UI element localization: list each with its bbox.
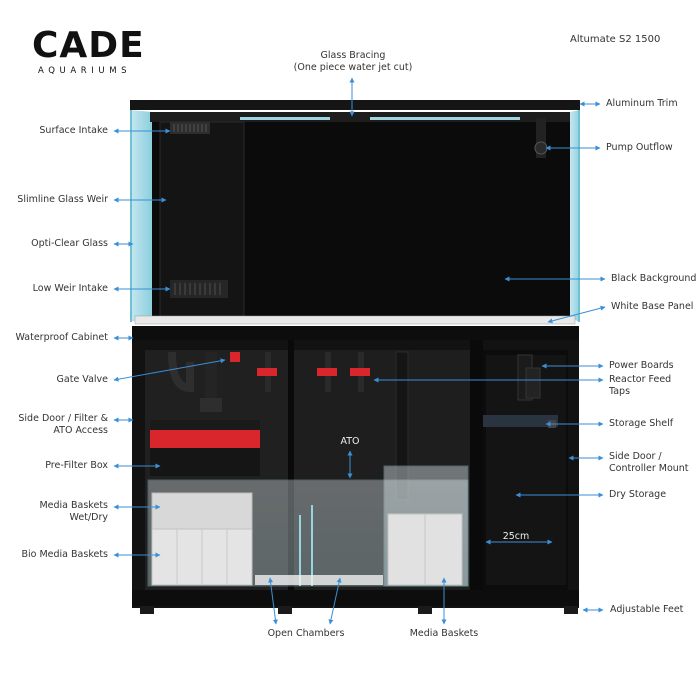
label-reactor-feed-taps: Reactor Feed Taps <box>609 374 671 398</box>
bio-media-baskets <box>151 528 253 586</box>
label-glass-bracing: Glass Bracing (One piece water jet cut) <box>288 50 418 74</box>
label-pre-filter-box: Pre-Filter Box <box>45 460 108 471</box>
adjustable-foot <box>140 606 154 614</box>
label-slimline-glass-weir: Slimline Glass Weir <box>17 194 108 205</box>
label-power-boards: Power Boards <box>609 360 674 371</box>
low-weir-intake <box>170 280 228 298</box>
pump-outflow <box>534 118 548 158</box>
opti-clear-glass-left <box>130 110 152 322</box>
label-adjustable-feet: Adjustable Feet <box>610 604 684 615</box>
waterproof-cabinet <box>132 326 579 614</box>
label-dry-storage: Dry Storage <box>609 489 667 500</box>
label-low-weir-intake: Low Weir Intake <box>32 283 108 294</box>
label-bio-media-baskets: Bio Media Baskets <box>21 549 108 560</box>
label-storage-shelf: Storage Shelf <box>609 418 674 429</box>
label-reactor-feed-line2: Taps <box>609 386 631 397</box>
storage-shelf <box>483 415 558 427</box>
reactor-feed-taps <box>257 352 370 392</box>
label-open-chambers: Open Chambers <box>267 628 345 639</box>
label-glass-bracing-line2: (One piece water jet cut) <box>293 62 413 73</box>
label-black-background: Black Background <box>611 273 697 284</box>
label-media-baskets-wet-dry: Media Baskets Wet/Dry <box>0 500 108 524</box>
media-baskets <box>387 513 463 586</box>
adjustable-foot <box>278 606 292 614</box>
label-side-door-controller-line1: Side Door / <box>609 451 662 462</box>
label-aluminum-trim: Aluminum Trim <box>606 98 678 109</box>
label-surface-intake: Surface Intake <box>39 125 108 136</box>
callout-arrows <box>113 77 606 625</box>
cade-logo: CADE AQUARIUMS <box>32 25 145 77</box>
display-tank <box>130 100 580 325</box>
label-pump-outflow: Pump Outflow <box>606 142 673 153</box>
label-25cm: 25cm <box>502 531 530 542</box>
label-side-door-filter-line1: Side Door / Filter & <box>18 413 108 424</box>
label-side-door-controller: Side Door / Controller Mount <box>609 451 689 475</box>
logo-subtitle: AQUARIUMS <box>38 66 132 76</box>
label-media-baskets: Media Baskets <box>409 628 479 639</box>
label-side-door-filter: Side Door / Filter & ATO Access <box>0 413 108 437</box>
label-white-base-panel: White Base Panel <box>611 301 694 312</box>
media-baskets-wet-dry <box>151 492 253 530</box>
label-opti-clear-glass: Opti-Clear Glass <box>31 238 108 249</box>
label-media-baskets-wet-line2: Wet/Dry <box>69 512 108 523</box>
aluminum-trim <box>130 100 580 110</box>
adjustable-foot <box>564 606 578 614</box>
adjustable-foot <box>418 606 432 614</box>
label-gate-valve: Gate Valve <box>56 374 108 385</box>
pre-filter-box <box>150 420 260 476</box>
label-ato: ATO <box>340 436 360 447</box>
glass-bracing <box>150 112 570 122</box>
white-base-panel <box>134 315 576 325</box>
label-glass-bracing-line1: Glass Bracing <box>320 50 386 61</box>
opti-clear-glass-right <box>570 110 580 322</box>
label-reactor-feed-line1: Reactor Feed <box>609 374 672 385</box>
label-waterproof-cabinet: Waterproof Cabinet <box>15 332 108 343</box>
model-name: Altumate S2 1500 <box>570 34 661 45</box>
logo-wordmark: CADE <box>32 25 145 66</box>
label-side-door-filter-line2: ATO Access <box>53 425 108 436</box>
open-chamber-floor <box>255 575 383 585</box>
label-media-baskets-wet-line1: Media Baskets <box>39 500 108 511</box>
label-side-door-controller-line2: Controller Mount <box>609 463 689 474</box>
